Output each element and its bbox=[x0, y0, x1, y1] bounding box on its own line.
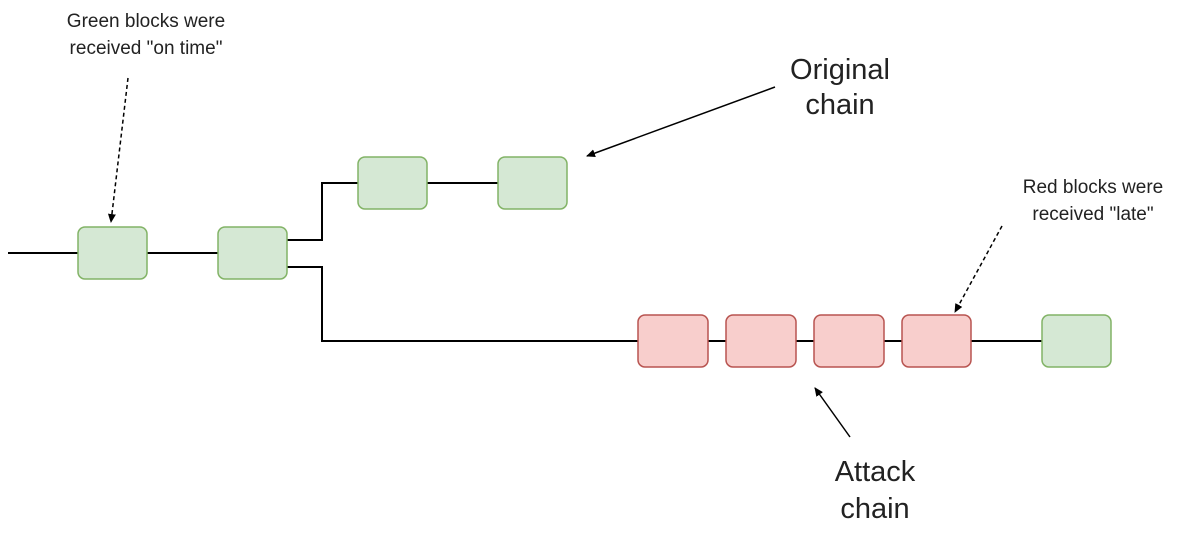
attack-chain-block-5 bbox=[1041, 314, 1112, 368]
annotation-arrows bbox=[107, 77, 1003, 438]
green-note-line-2: received "on time" bbox=[70, 38, 223, 59]
attack-chain-block-1 bbox=[637, 314, 709, 368]
annotation-labels: Green blocks were received "on time" Ori… bbox=[67, 11, 1163, 525]
shared-block-1 bbox=[77, 226, 148, 280]
fork-branch-original bbox=[287, 182, 358, 241]
fork-branch-attack bbox=[287, 266, 638, 342]
attack-chain-label-line-1: Attack bbox=[835, 456, 916, 488]
attack-chain-block-4 bbox=[901, 314, 972, 368]
blocks bbox=[77, 156, 1112, 368]
attack-chain-label-line-2: chain bbox=[840, 493, 909, 525]
attack-chain-arrow bbox=[814, 387, 851, 438]
original-chain-block-2 bbox=[497, 156, 568, 210]
green-note-dashed-arrow bbox=[107, 77, 129, 223]
green-note-line-1: Green blocks were bbox=[67, 11, 225, 32]
original-chain-arrow bbox=[586, 86, 776, 157]
red-note-line-1: Red blocks were bbox=[1023, 177, 1163, 198]
chain-connectors bbox=[8, 182, 1042, 342]
original-chain-label-line-1: Original bbox=[790, 54, 890, 86]
red-note-line-2: received "late" bbox=[1032, 204, 1153, 225]
attack-chain-block-2 bbox=[725, 314, 797, 368]
red-note-dashed-arrow bbox=[954, 225, 1003, 313]
original-chain-label-line-2: chain bbox=[805, 89, 874, 121]
original-chain-block-1 bbox=[357, 156, 428, 210]
shared-block-2 bbox=[217, 226, 288, 280]
attack-chain-block-3 bbox=[813, 314, 885, 368]
